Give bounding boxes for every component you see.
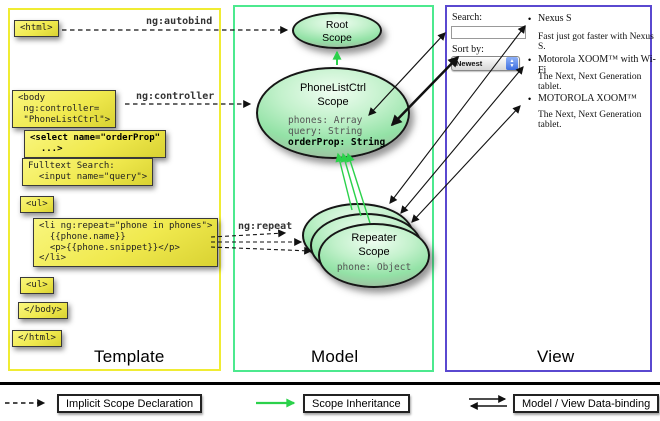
repeater-scope-title: Repeater Scope — [351, 232, 397, 258]
code-box-html-open: <html> — [14, 20, 59, 37]
search-input[interactable] — [451, 26, 526, 39]
code-box-ul-second: <ul> — [20, 277, 54, 294]
bullet-icon: • — [528, 55, 532, 65]
phone-item-title: MOTOROLA XOOM™ — [538, 93, 637, 104]
search-label: Search: — [452, 12, 482, 23]
repeater-scope-ellipse: Repeater Scope phone: Object — [318, 223, 430, 288]
prop-phone: phone: Object — [336, 262, 412, 273]
phone-item-desc: Fast just got faster with Nexus S. — [538, 32, 654, 52]
template-column — [8, 8, 221, 371]
ng-autobind-label: ng:autobind — [146, 16, 213, 27]
legend-model-view-databinding: Model / View Data-binding — [513, 394, 660, 413]
phonelistctrl-scope-ellipse: PhoneListCtrl Scope phones: Array query:… — [256, 67, 410, 159]
phone-item-desc: The Next, Next Generation tablet. — [538, 110, 642, 130]
phone-item-title: Nexus S — [538, 13, 572, 24]
prop-phones: phones: Array — [288, 115, 363, 126]
ng-controller-label: ng:controller — [136, 91, 215, 102]
prop-query: query: String — [288, 125, 363, 137]
phone-item-title: Motorola XOOM™ with Wi-Fi — [538, 54, 656, 76]
ng-repeat-label: ng:repeat — [238, 221, 293, 232]
model-column — [233, 5, 434, 372]
code-box-ul-open: <ul> — [20, 196, 54, 213]
code-box-body-close: </body> — [18, 302, 68, 319]
phonelistctrl-scope-props: phones: Array query: String orderProp: S… — [288, 115, 386, 149]
view-column-label: View — [537, 347, 575, 366]
root-scope-title: Root Scope — [322, 19, 352, 45]
phone-item-desc: The Next, Next Generation tablet. — [538, 72, 642, 92]
dropdown-stepper-icon: ▲▼ — [506, 57, 518, 70]
code-box-html-close: </html> — [12, 330, 62, 347]
model-column-label: Model — [311, 347, 359, 366]
template-column-label: Template — [94, 347, 165, 366]
sort-dropdown-value: Newest — [456, 59, 483, 68]
code-box-li-repeat: <li ng:repeat="phone in phones"> {{phone… — [33, 218, 219, 268]
sort-by-label: Sort by: — [452, 44, 484, 55]
bullet-icon: • — [528, 14, 532, 24]
code-box-fulltext-search: Fulltext Search: <input name="query"> — [22, 158, 154, 186]
legend-implicit-scope-declaration: Implicit Scope Declaration — [57, 394, 203, 413]
sort-dropdown[interactable]: Newest ▲▼ — [451, 56, 520, 71]
legend-separator-line — [0, 382, 660, 385]
code-box-select-orderprop: <select name="orderProp" ...> — [24, 130, 167, 158]
root-scope-ellipse: Root Scope — [292, 12, 382, 49]
code-box-body-controller: <body ng:controller= "PhoneListCtrl"> — [12, 90, 117, 129]
prop-orderprop: orderProp: String — [288, 136, 386, 148]
legend-scope-inheritance: Scope Inheritance — [303, 394, 410, 413]
phonelistctrl-scope-title: PhoneListCtrl Scope — [299, 82, 367, 108]
bullet-icon: • — [528, 94, 532, 104]
